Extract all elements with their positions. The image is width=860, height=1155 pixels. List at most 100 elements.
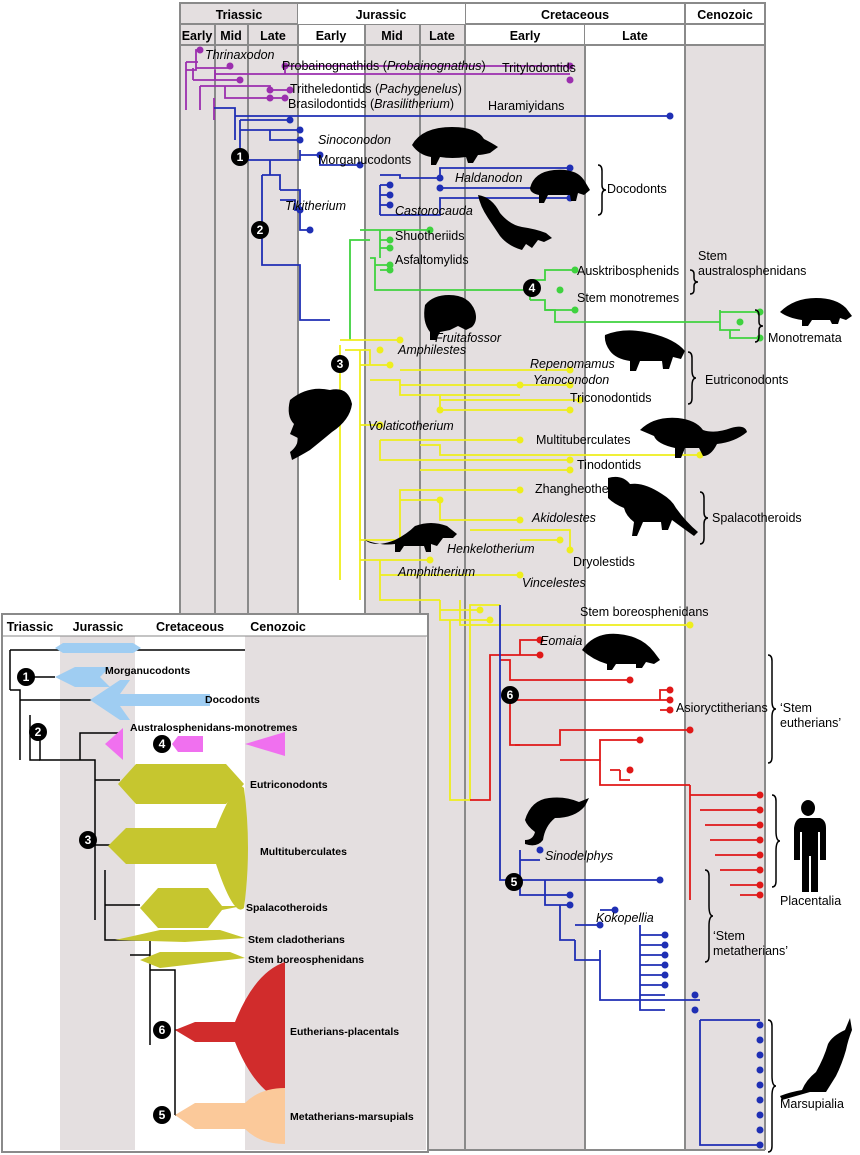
sinoconodon-silhouette [412, 127, 498, 165]
label-kokopellia: Kokopellia [596, 911, 654, 925]
tips-blue-late [536, 846, 764, 1149]
epoch-cre-late: Late [622, 29, 648, 43]
tips-purple [196, 46, 574, 102]
inset-label-eutherians: Eutherians-placentals [290, 1026, 399, 1038]
label-dryolestids: Dryolestids [573, 555, 635, 569]
label-yanoconodon: Yanoconodon [533, 373, 609, 387]
label-sinodelphys: Sinodelphys [545, 849, 613, 863]
repenomamus-silhouette [604, 330, 685, 371]
node-3: 3 [337, 357, 344, 371]
label-tritylodontids: Tritylodontids [502, 61, 576, 75]
eomaia-silhouette [582, 633, 660, 670]
label-multituberculates: Multituberculates [536, 433, 631, 447]
label-asioryctitherians: Asioryctitherians [676, 701, 768, 715]
label-volaticotherium: Volaticotherium [368, 419, 454, 433]
tips-blue-early [286, 112, 674, 234]
label-ausktribosphenids: Ausktribosphenids [577, 264, 679, 278]
epoch-tri-late: Late [260, 29, 286, 43]
label-tritheledontids: Tritheledontids (Pachygenelus) [290, 82, 462, 96]
inset-node-3: 3 [85, 833, 92, 847]
label-tikitherium: Tikitherium [285, 199, 346, 213]
epoch-jur-late: Late [429, 29, 455, 43]
label-probainognathids: Probainognathids (Probainognathus) [282, 59, 486, 73]
period-cretaceous: Cretaceous [541, 8, 609, 22]
sinodelphys-silhouette [525, 797, 589, 846]
inset-node-1: 1 [23, 670, 30, 684]
inset-node-4: 4 [159, 737, 166, 751]
inset-label-docodonts: Docodonts [205, 694, 260, 706]
tips-red [536, 636, 764, 899]
label-tinodontids: Tinodontids [577, 458, 641, 472]
inset-summary-tree: Triassic Jurassic Cretaceous Cenozoic [1, 613, 429, 1153]
inset-label-stem-boreosphenidans: Stem boreosphenidans [248, 954, 364, 966]
inset-node-2: 2 [35, 725, 42, 739]
inset-label-australosphenidans: Australosphenidans-monotremes [130, 722, 298, 734]
animal-silhouettes [288, 127, 852, 1100]
branches-red [470, 639, 760, 900]
inset-period-jurassic: Jurassic [73, 620, 124, 634]
node-2: 2 [257, 223, 264, 237]
inset-period-cretaceous: Cretaceous [156, 620, 224, 634]
period-triassic: Triassic [216, 8, 263, 22]
label-vincelestes: Vincelestes [522, 576, 586, 590]
label-akidolestes: Akidolestes [531, 511, 596, 525]
inset-node-6: 6 [159, 1023, 166, 1037]
epoch-tri-early: Early [182, 29, 213, 43]
node-5: 5 [511, 875, 518, 889]
label-stem-metatherians-1: ‘Stem [713, 929, 745, 943]
label-sinoconodon: Sinoconodon [318, 133, 391, 147]
period-cenozoic: Cenozoic [697, 8, 753, 22]
label-fruitafossor: Fruitafossor [435, 331, 502, 345]
label-stem-australosphenidans-2: australosphenidans [698, 264, 806, 278]
label-stem-eutherians-2: eutherians’ [780, 716, 841, 730]
brackets [597, 164, 781, 1153]
label-stem-boreosphenidans: Stem boreosphenidans [580, 605, 709, 619]
label-amphitherium: Amphitherium [397, 565, 475, 579]
label-eutriconodonts: Eutriconodonts [705, 373, 788, 387]
epoch-tri-mid: Mid [220, 29, 242, 43]
inset-node-5: 5 [159, 1108, 166, 1122]
label-shuotheriids: Shuotheriids [395, 229, 465, 243]
fruitafossor-silhouette [424, 295, 476, 340]
akidolestes-silhouette [608, 476, 698, 536]
inset-period-triassic: Triassic [7, 620, 54, 634]
node-4: 4 [529, 281, 536, 295]
label-stem-eutherians-1: ‘Stem [780, 701, 812, 715]
label-placentalia: Placentalia [780, 894, 841, 908]
label-stem-australosphenidans-1: Stem [698, 249, 727, 263]
node-markers: 1 2 3 4 5 6 [231, 148, 541, 891]
haldanodon-silhouette [530, 169, 590, 203]
taxon-labels: Thrinaxodon Probainognathids (Probainogn… [205, 48, 844, 1111]
label-amphilestes: Amphilestes [397, 343, 466, 357]
castorocauda-silhouette [478, 195, 552, 250]
label-triconodontids: Triconodontids [570, 391, 652, 405]
label-stem-monotremes: Stem monotremes [577, 291, 679, 305]
tips-yellow [376, 336, 704, 629]
label-castorocauda: Castorocauda [395, 204, 473, 218]
kangaroo-silhouette [780, 1018, 852, 1100]
label-docodonts: Docodonts [607, 182, 667, 196]
label-stem-metatherians-2: metatherians’ [713, 944, 788, 958]
label-haramiyidans: Haramiyidans [488, 99, 564, 113]
label-haldanodon: Haldanodon [455, 171, 522, 185]
label-zhangheotheriids: Zhangheotheriids [535, 482, 632, 496]
epoch-cre-early: Early [510, 29, 541, 43]
volaticotherium-silhouette [288, 388, 352, 460]
node-6: 6 [507, 688, 514, 702]
epoch-jur-mid: Mid [381, 29, 403, 43]
inset-period-cenozoic: Cenozoic [250, 620, 306, 634]
henkelotherium-silhouette [365, 523, 457, 552]
inset-label-morganucodonts: Morganucodonts [105, 665, 190, 677]
label-henkelotherium: Henkelotherium [447, 542, 535, 556]
inset-label-metatherians: Metatherians-marsupials [290, 1111, 414, 1123]
label-thrinaxodon: Thrinaxodon [205, 48, 275, 62]
label-eomaia: Eomaia [540, 634, 582, 648]
time-bands [180, 4, 765, 1150]
multituberculate-silhouette [640, 417, 747, 458]
label-spalacotheroids: Spalacotheroids [712, 511, 802, 525]
label-asfaltomylids: Asfaltomylids [395, 253, 469, 267]
label-monotremata: Monotremata [768, 331, 842, 345]
branches-green [349, 229, 760, 340]
monotreme-silhouette [780, 298, 852, 326]
